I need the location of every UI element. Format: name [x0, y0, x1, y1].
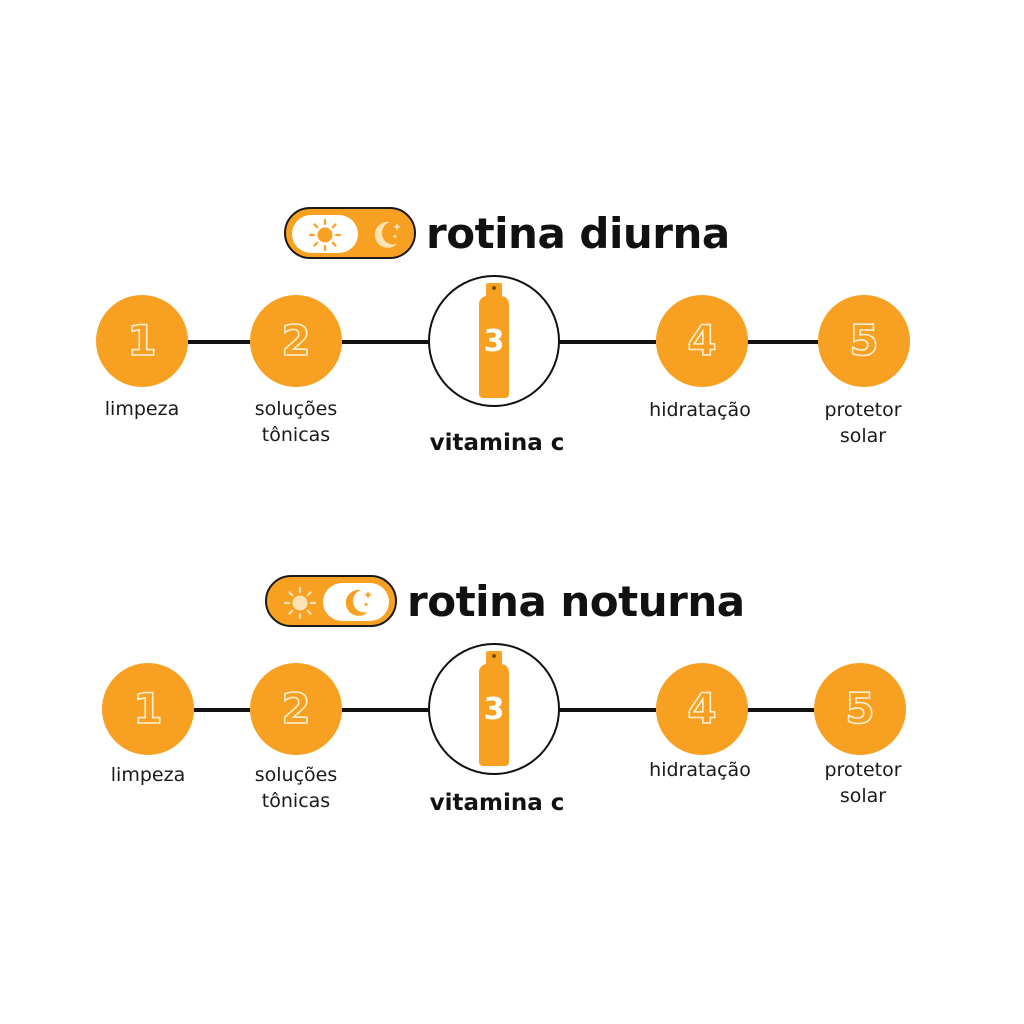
step-3-label: vitamina c	[429, 430, 565, 456]
step-1-label: limpeza	[68, 762, 228, 788]
step-number: 3	[483, 324, 505, 359]
connector-line	[194, 708, 250, 712]
day-routine-section: rotina diurna 1 2 3 4 5 limpeza soluções…	[0, 200, 1024, 500]
label-line: soluções	[254, 764, 338, 786]
step-3-featured-circle: 3	[428, 643, 560, 775]
night-routine-section: rotina noturna 1 2 3 4 5 limpeza soluçõe…	[0, 568, 1024, 868]
label-line: hidratação	[649, 759, 751, 781]
label-line: tônicas	[261, 424, 331, 446]
label-line: limpeza	[104, 398, 180, 420]
serum-bottle-cap	[486, 283, 502, 297]
step-1-label: limpeza	[62, 396, 222, 422]
step-1-circle: 1	[102, 663, 194, 755]
day-routine-header: rotina diurna	[284, 200, 730, 266]
serum-bottle-cap	[486, 651, 502, 665]
step-2-label: soluções tônicas	[216, 396, 376, 448]
step-4-circle: 4	[656, 295, 748, 387]
connector-line	[558, 340, 656, 344]
label-line: soluções	[254, 398, 338, 420]
sun-icon	[283, 586, 317, 620]
serum-bottle-icon	[479, 664, 509, 766]
step-5-label: protetor solar	[783, 757, 943, 809]
day-night-toggle[interactable]	[284, 207, 416, 259]
moon-stars-icon	[345, 589, 372, 616]
serum-bottle-dot	[492, 286, 496, 290]
step-2-label: soluções tônicas	[216, 762, 376, 814]
connector-line	[188, 340, 250, 344]
label-line: protetor	[824, 399, 902, 421]
step-4-label: hidratação	[620, 397, 780, 423]
step-number: 5	[849, 316, 880, 365]
step-number: 4	[687, 684, 718, 733]
connector-line	[342, 708, 430, 712]
label-line: solar	[839, 785, 887, 807]
connector-line	[746, 708, 814, 712]
step-1-circle: 1	[96, 295, 188, 387]
label-line: limpeza	[110, 764, 186, 786]
step-5-label: protetor solar	[783, 397, 943, 449]
night-routine-header: rotina noturna	[265, 568, 745, 634]
step-3-label: vitamina c	[429, 790, 565, 816]
step-number: 1	[133, 684, 164, 733]
label-line: solar	[839, 425, 887, 447]
connector-line	[342, 340, 430, 344]
step-number: 2	[281, 316, 312, 365]
step-2-circle: 2	[250, 295, 342, 387]
day-night-toggle[interactable]	[265, 575, 397, 627]
label-line: tônicas	[261, 790, 331, 812]
step-3-featured-circle: 3	[428, 275, 560, 407]
step-number: 1	[127, 316, 158, 365]
step-number: 2	[281, 684, 312, 733]
serum-bottle-icon	[479, 296, 509, 398]
connector-line	[558, 708, 656, 712]
serum-bottle-dot	[492, 654, 496, 658]
section-title: rotina noturna	[407, 576, 745, 626]
section-title: rotina diurna	[426, 208, 730, 258]
step-2-circle: 2	[250, 663, 342, 755]
step-4-label: hidratação	[620, 757, 780, 783]
label-line: hidratação	[649, 399, 751, 421]
label-line: protetor	[824, 759, 902, 781]
step-5-circle: 5	[818, 295, 910, 387]
step-number: 5	[845, 684, 876, 733]
moon-stars-icon	[374, 221, 401, 248]
sun-icon	[308, 218, 342, 252]
step-number: 3	[483, 692, 505, 727]
step-number: 4	[687, 316, 718, 365]
step-5-circle: 5	[814, 663, 906, 755]
step-4-circle: 4	[656, 663, 748, 755]
connector-line	[746, 340, 818, 344]
